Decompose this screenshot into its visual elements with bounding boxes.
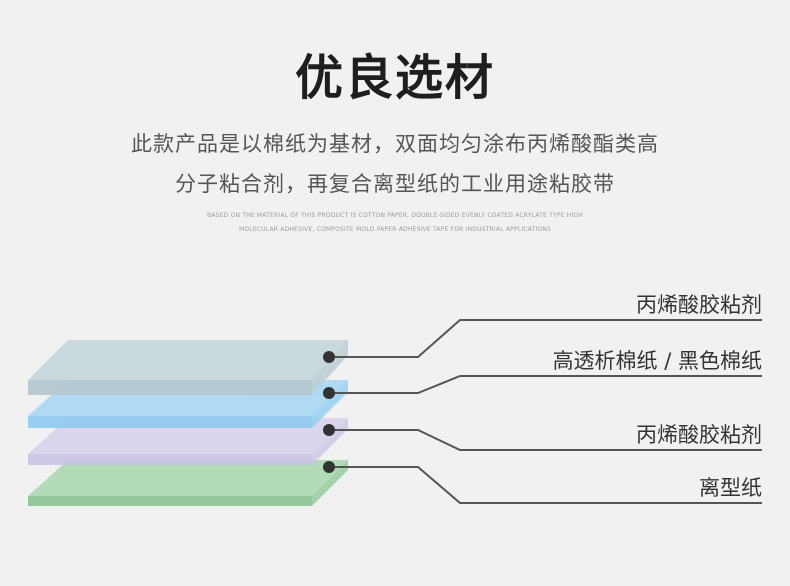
- layer-release-paper: [28, 460, 348, 506]
- layer-adhesive-top-top: [28, 340, 348, 380]
- layer-label-3: 丙烯酸胶粘剂: [636, 423, 762, 447]
- marker-dot-2: [323, 387, 335, 399]
- layer-label-1: 丙烯酸胶粘剂: [636, 293, 762, 317]
- english-description-line-2: MOLECULAR ADHESIVE, COMPOSITE MOLD PAPER…: [238, 226, 551, 233]
- layer-adhesive-top: [28, 340, 348, 395]
- marker-dot-4: [323, 461, 335, 473]
- description-line-2: 分子粘合剂，再复合离型纸的工业用途粘胶带: [175, 172, 615, 196]
- marker-dot-1: [323, 351, 335, 363]
- leader-line-1: [329, 319, 762, 358]
- leader-line-3: [329, 429, 762, 451]
- english-description-line-1: BASED ON THE MATERIAL OF THIS PRODUCT IS…: [206, 212, 583, 219]
- leader-line-2: [329, 375, 762, 394]
- layer-release-paper-top: [28, 460, 348, 496]
- page-title: 优良选材: [294, 50, 495, 106]
- leader-line-4: [329, 466, 762, 504]
- layer-label-2: 高透析棉纸 / 黑色棉纸: [553, 349, 762, 373]
- layer-release-paper-side: [28, 496, 312, 506]
- marker-dot-3: [323, 424, 335, 436]
- layer-label-4: 离型纸: [699, 476, 762, 500]
- description-line-1: 此款产品是以棉纸为基材，双面均匀涂布丙烯酸酯类高: [131, 132, 659, 156]
